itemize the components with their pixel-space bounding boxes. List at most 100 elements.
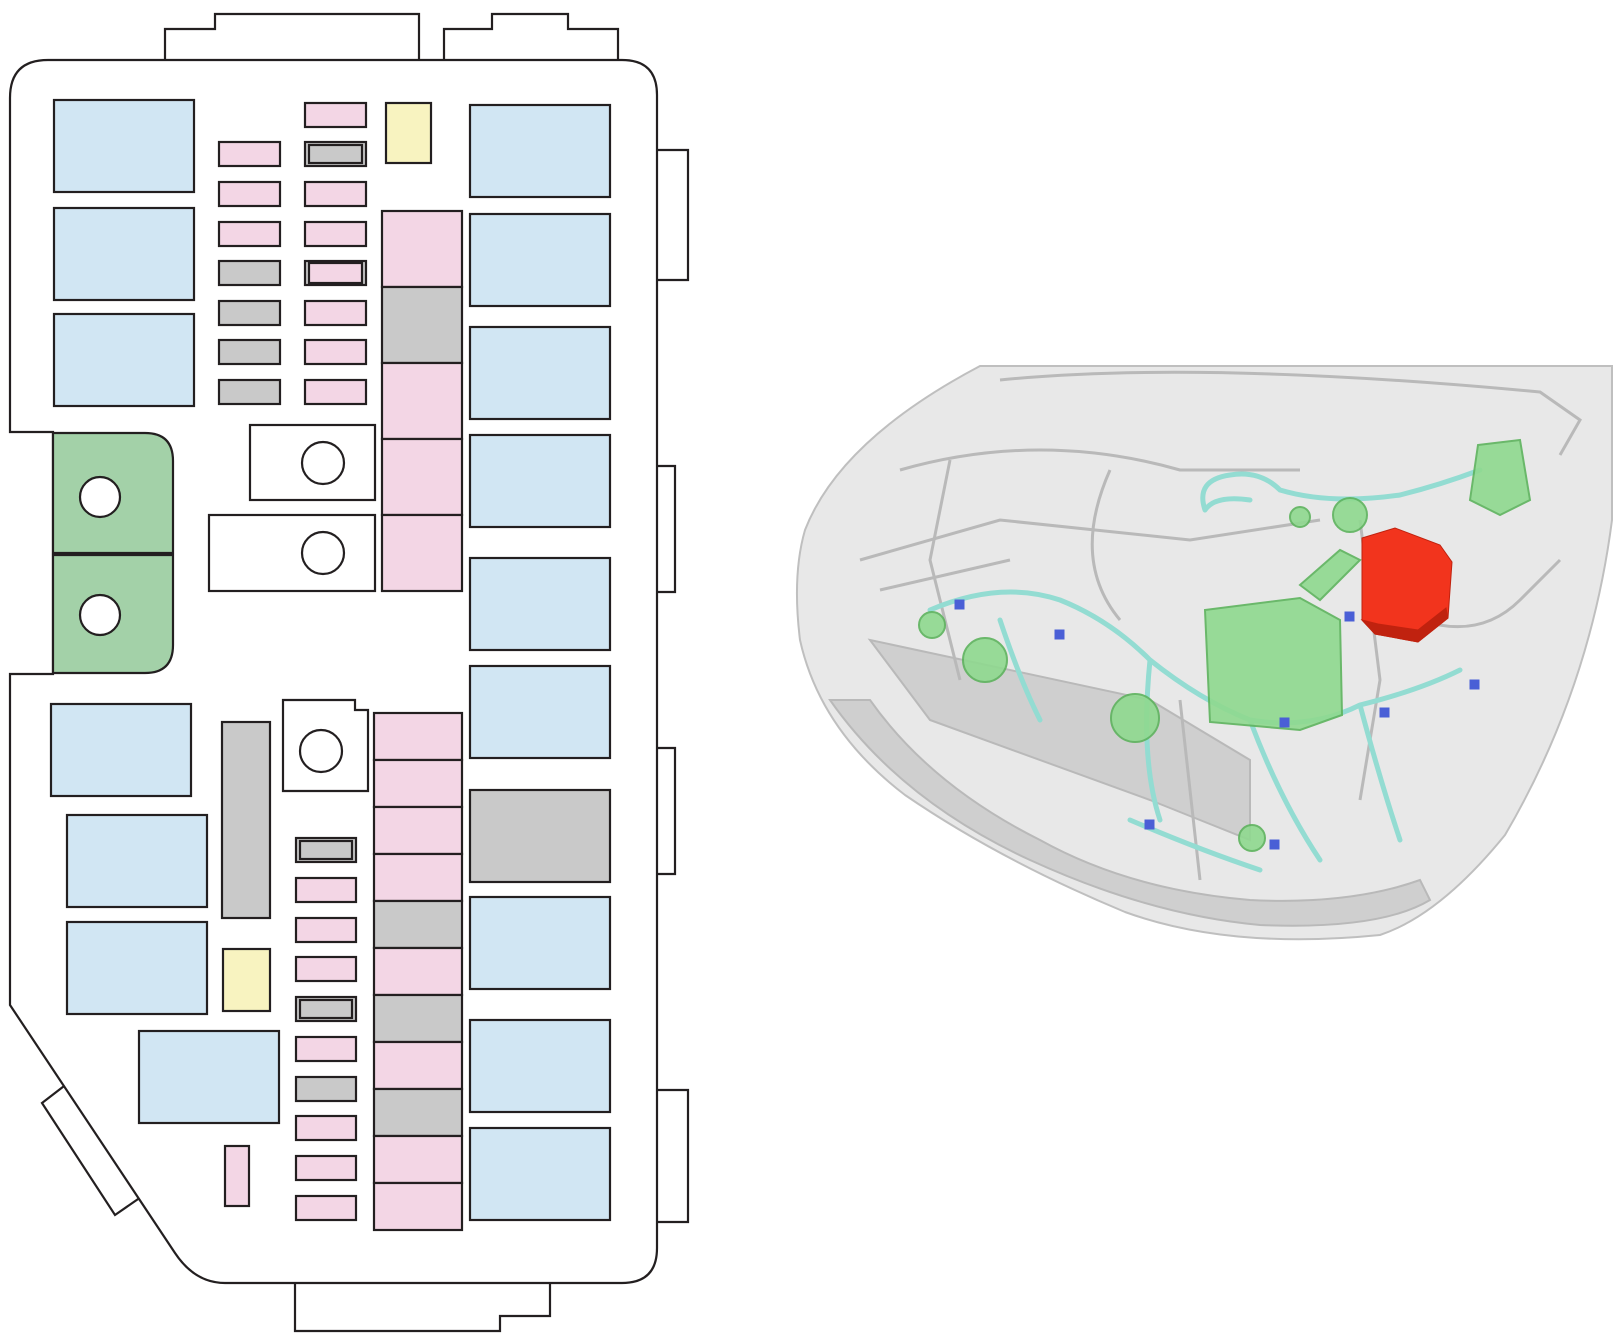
mini-fuse	[294, 1194, 358, 1222]
relay	[52, 312, 196, 408]
mini-fuse	[294, 955, 358, 983]
cartridge-fuse	[372, 852, 464, 903]
relay	[137, 1029, 281, 1125]
intake-duct	[1298, 548, 1362, 602]
stud-hole	[300, 440, 346, 486]
angled-mounting-tab	[40, 1082, 142, 1217]
wiring-harness	[927, 467, 1483, 873]
mini-fuse	[303, 101, 368, 129]
cartridge-fuse	[380, 437, 464, 517]
mini-fuse	[303, 378, 368, 406]
cartridge-fuse	[372, 946, 464, 997]
right-mounting-tab-4	[657, 1088, 690, 1224]
top-mounting-tab-left	[163, 12, 421, 63]
mini-fuse	[294, 1154, 358, 1182]
bolt-hole-lower	[78, 593, 122, 637]
relay	[468, 433, 612, 529]
mini-fuse	[294, 1035, 358, 1063]
car-front-body	[795, 365, 1613, 941]
engine-compartment-battery	[1203, 596, 1344, 732]
spare-fuse-slot-inner	[298, 839, 354, 861]
relay	[468, 1126, 612, 1222]
spare-relay-slot	[468, 788, 612, 884]
stud-hole	[300, 530, 346, 576]
relay	[52, 206, 196, 302]
spare-fuse-slot	[217, 378, 282, 406]
sensor	[1238, 824, 1266, 852]
engine-bay-location-illustration	[795, 365, 1613, 941]
mini-fuse	[217, 180, 282, 208]
cartridge-fuse	[372, 1040, 464, 1091]
spare-fuse-slot	[217, 299, 282, 327]
engine-bay-frame	[928, 459, 1382, 881]
cartridge-fuse	[380, 209, 464, 289]
coolant-reservoir	[1332, 497, 1368, 533]
cartridge-fuse	[372, 711, 464, 762]
cartridge-fuse	[372, 805, 464, 856]
mini-fuse	[303, 180, 368, 208]
cartridge-fuse	[380, 361, 464, 441]
connector	[1379, 707, 1390, 718]
mini-fuse	[303, 299, 368, 327]
cowl-panel	[999, 370, 1582, 456]
mini-fuse	[307, 261, 364, 285]
relay	[65, 920, 209, 1016]
relay	[468, 556, 612, 652]
stud-terminal	[248, 423, 377, 502]
mini-fuse	[294, 876, 358, 904]
stud-hole	[298, 728, 344, 774]
spare-cartridge-slot	[372, 993, 464, 1044]
yellow-fuse	[221, 947, 272, 1013]
engine-fuse-box-highlight-edge	[1360, 607, 1449, 643]
horn	[1110, 693, 1160, 743]
right-mounting-tab-1	[657, 148, 690, 282]
cartridge-fuse	[372, 758, 464, 809]
spare-fuse-slot-inner	[298, 998, 354, 1020]
relay	[468, 103, 612, 199]
mini-fuse	[294, 916, 358, 944]
sensor	[1289, 506, 1311, 528]
mini-fuse	[217, 220, 282, 248]
relay	[468, 664, 612, 760]
mini-fuse	[294, 1114, 358, 1142]
yellow-fuse	[384, 101, 433, 165]
spare-cartridge-slot	[380, 285, 464, 365]
connector	[1054, 629, 1065, 640]
connector	[954, 599, 965, 610]
fuse-relay-block-auxiliary	[1468, 438, 1532, 517]
front-bumper	[828, 699, 1432, 927]
connector	[1279, 717, 1290, 728]
relay	[468, 212, 612, 308]
sensor	[918, 611, 946, 639]
relay	[49, 702, 193, 798]
bolt-hole-upper	[78, 475, 122, 519]
fuse-slot-outline	[307, 143, 364, 165]
right-mounting-tab-3	[657, 746, 677, 876]
spare-fuse-slot	[294, 1075, 358, 1103]
mini-fuse	[303, 220, 368, 248]
mini-fuse	[303, 338, 368, 366]
stud-terminal	[207, 513, 377, 593]
mini-fuse	[217, 140, 282, 168]
relay	[65, 813, 209, 909]
cartridge-fuse	[372, 1181, 464, 1232]
relay	[468, 895, 612, 991]
spare-fuse-slot	[217, 338, 282, 366]
connector	[1469, 679, 1480, 690]
relay	[52, 98, 196, 194]
spare-fuse-slot-tall	[220, 720, 272, 920]
cartridge-fuse	[372, 1134, 464, 1185]
top-mounting-tab-right	[442, 12, 620, 63]
spare-cartridge-slot	[372, 1087, 464, 1138]
spare-fuse-slot	[217, 259, 282, 287]
spare-cartridge-slot	[372, 899, 464, 950]
horn	[962, 637, 1008, 683]
radiator-support	[859, 448, 1321, 592]
relay	[468, 325, 612, 421]
bottom-mounting-tab	[293, 1284, 552, 1333]
relay	[468, 1018, 612, 1114]
fuse-box-layout	[8, 12, 690, 1333]
connector	[1144, 819, 1155, 830]
right-mounting-tab-2	[657, 464, 677, 594]
